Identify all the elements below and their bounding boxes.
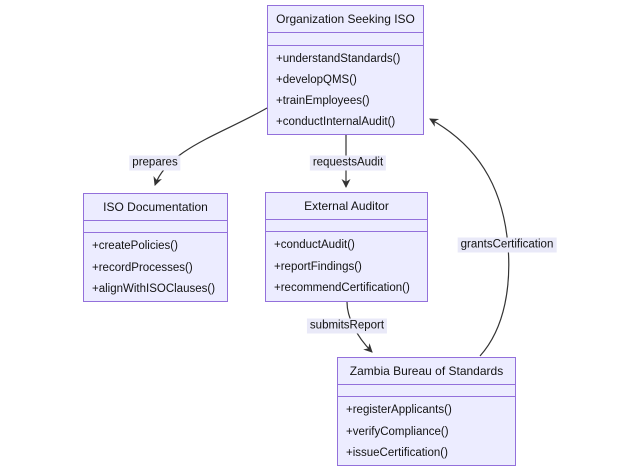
class-node-iso-documentation: ISO Documentation +createPolicies() +rec… xyxy=(83,193,228,302)
method-label: +issueCertification() xyxy=(346,447,448,459)
method-label: +trainEmployees() xyxy=(276,95,370,107)
class-node-zambia-bureau-of-standards: Zambia Bureau of Standards +registerAppl… xyxy=(337,357,516,466)
attributes-compartment xyxy=(268,33,423,46)
attributes-compartment xyxy=(338,385,515,397)
attributes-compartment xyxy=(84,221,227,233)
class-node-organization-seeking-iso: Organization Seeking ISO +understandStan… xyxy=(267,5,424,135)
method-label: +understandStandards() xyxy=(276,53,401,65)
method-label: +verifyCompliance() xyxy=(346,425,449,438)
method-label: +conductAudit() xyxy=(274,239,355,251)
method-label: +registerApplicants() xyxy=(346,404,452,416)
method-label: +recommendCertification() xyxy=(274,282,410,294)
methods-compartment: +understandStandards() +developQMS() +tr… xyxy=(268,46,423,136)
edge-label-requests-audit: requestsAudit xyxy=(309,155,387,171)
method-label: +recordProcesses() xyxy=(92,261,193,274)
class-title: Zambia Bureau of Standards xyxy=(338,358,515,385)
method-label: +conductInternalAudit() xyxy=(276,116,396,128)
method-label: +reportFindings() xyxy=(274,260,362,273)
edge-label-grants-certification: grantsCertification xyxy=(457,237,557,253)
method-label: +developQMS() xyxy=(276,74,357,86)
methods-compartment: +createPolicies() +recordProcesses() +al… xyxy=(84,233,227,304)
method-label: +alignWithISOClauses() xyxy=(92,283,216,295)
class-title: ISO Documentation xyxy=(84,194,227,221)
methods-compartment: +registerApplicants() +verifyCompliance(… xyxy=(338,397,515,468)
methods-compartment: +conductAudit() +reportFindings() +recom… xyxy=(266,232,427,303)
edge-prepares-arrow xyxy=(153,107,268,186)
attributes-compartment xyxy=(266,220,427,232)
method-label: +createPolicies() xyxy=(92,240,178,252)
edge-label-submits-report: submitsReport xyxy=(306,318,388,334)
class-node-external-auditor: External Auditor +conductAudit() +report… xyxy=(265,192,428,302)
edge-label-prepares: prepares xyxy=(129,155,181,171)
class-title: External Auditor xyxy=(266,193,427,220)
class-title: Organization Seeking ISO xyxy=(268,6,423,33)
